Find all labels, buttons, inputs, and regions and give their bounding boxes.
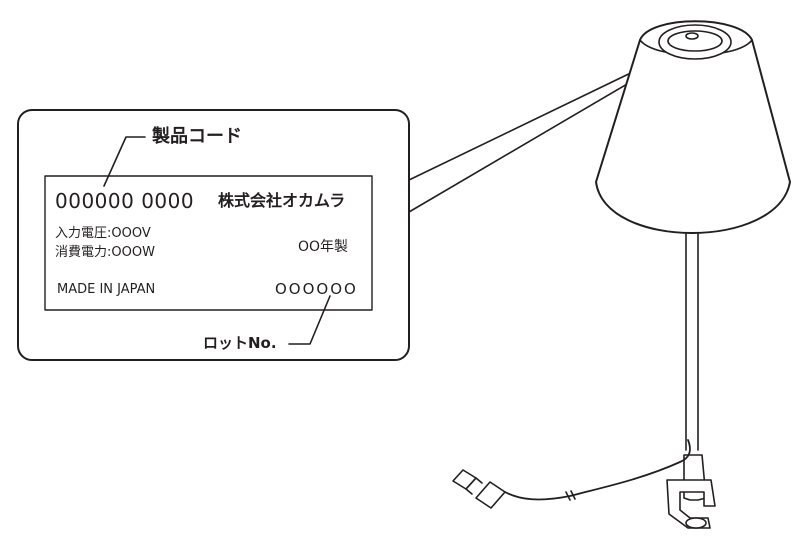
top-cap-inner bbox=[667, 30, 723, 52]
lot-number-value: OOOOOO bbox=[275, 280, 358, 298]
usb-connector bbox=[452, 469, 506, 509]
top-cap bbox=[658, 24, 732, 60]
label-plate bbox=[44, 175, 373, 311]
zoom-line-upper bbox=[408, 54, 669, 181]
cable-break bbox=[565, 490, 576, 501]
lot-number-title: ロットNo. bbox=[203, 334, 277, 352]
usb-cable bbox=[504, 439, 691, 501]
top-cap-center bbox=[685, 32, 699, 40]
manufacturer-name: 株式会社オカムラ bbox=[218, 191, 346, 210]
input-voltage-text: 入力電圧:OOOV bbox=[55, 226, 151, 241]
clamp-bracket bbox=[666, 479, 716, 529]
origin-text: MADE IN JAPAN bbox=[57, 282, 156, 297]
manufacture-year-text: OO年製 bbox=[298, 239, 349, 255]
callout-box bbox=[17, 109, 410, 361]
product-code-leader bbox=[103, 136, 146, 187]
clamp-knob bbox=[685, 517, 707, 529]
product-code-value: 000000 0000 bbox=[55, 189, 195, 213]
lot-number-leader bbox=[288, 295, 331, 345]
lamp-shade bbox=[595, 20, 791, 234]
zoom-line-lower bbox=[408, 59, 669, 213]
product-code-title: 製品コード bbox=[152, 126, 242, 147]
power-consumption-text: 消費電力:OOOW bbox=[55, 245, 155, 260]
clamp-body bbox=[683, 454, 707, 501]
